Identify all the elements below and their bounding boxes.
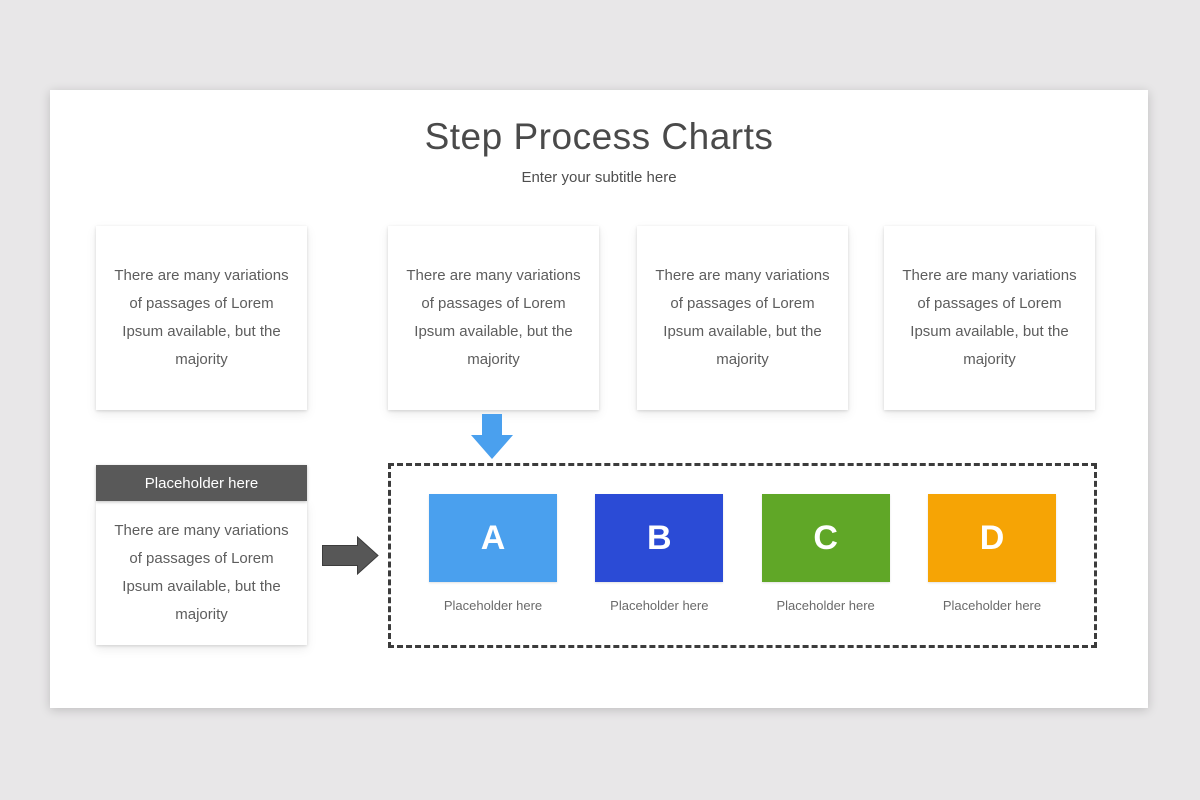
step-b-letter: B [647,518,672,557]
step-b-label[interactable]: Placeholder here [610,598,709,613]
text-card-2[interactable]: There are many variations of passages of… [388,226,599,410]
text-card-3[interactable]: There are many variations of passages of… [637,226,848,410]
step-c-letter: C [813,518,838,557]
text-card-4-text: There are many variations of passages of… [902,267,1077,368]
step-c-label[interactable]: Placeholder here [776,598,875,613]
text-card-1[interactable]: There are many variations of passages of… [96,226,307,410]
step-d-square[interactable]: D [927,494,1056,582]
step-d-letter: D [979,518,1005,557]
step-b: B Placeholder here [595,494,724,645]
right-arrow-shape [322,536,379,575]
page-subtitle[interactable]: Enter your subtitle here [521,169,677,186]
text-card-4[interactable]: There are many variations of passages of… [884,226,1095,410]
step-a-letter: A [480,518,506,557]
right-arrow-icon [322,536,379,575]
step-d-label[interactable]: Placeholder here [942,598,1042,613]
step-a: A Placeholder here [429,494,557,645]
step-d: D Placeholder here [927,494,1056,645]
placeholder-body-card[interactable]: There are many variations of passages of… [96,501,307,645]
process-steps-container: A Placeholder here B Placeholder here C … [388,463,1097,648]
step-c-square[interactable]: C [761,494,890,582]
placeholder-header-bar[interactable]: Placeholder here [96,465,307,501]
down-arrow-icon [471,414,513,459]
text-card-1-text: There are many variations of passages of… [114,267,289,368]
text-card-3-text: There are many variations of passages of… [655,267,830,368]
step-a-square[interactable]: A [429,494,557,582]
step-b-square[interactable]: B [595,494,724,582]
page-title[interactable]: Step Process Charts [424,116,774,157]
slide: Step Process Charts Enter your subtitle … [50,90,1148,708]
placeholder-header-label: Placeholder here [144,474,259,492]
placeholder-body-text: There are many variations of passages of… [114,522,289,623]
step-c: C Placeholder here [761,494,890,645]
text-card-2-text: There are many variations of passages of… [406,267,581,368]
step-a-label[interactable]: Placeholder here [443,598,543,613]
down-arrow-shape [471,414,513,459]
